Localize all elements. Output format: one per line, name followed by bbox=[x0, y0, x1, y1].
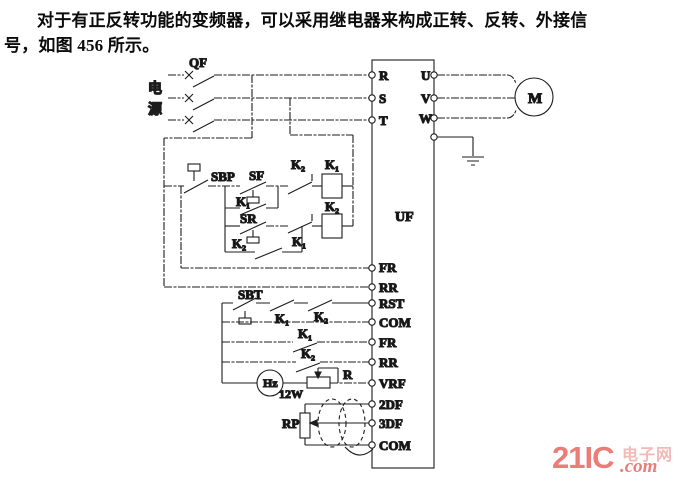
uf-inverter-box bbox=[371, 59, 435, 469]
qf-breaker bbox=[168, 70, 369, 133]
rr-k2-contact-label: K₂ bbox=[301, 346, 315, 361]
power-source-label-1: 电 bbox=[148, 80, 162, 97]
k2-hold-contact-label: K₂ bbox=[232, 236, 246, 251]
terminal-label-fr2: FR bbox=[379, 335, 397, 350]
k1-hold-contact-label: K₁ bbox=[236, 194, 250, 209]
terminal-label-rst: RST bbox=[379, 296, 405, 311]
terminal-label-rr1: RR bbox=[379, 280, 398, 295]
freq-meter-label: Hz bbox=[263, 376, 278, 390]
terminal-label-3df: 3DF bbox=[379, 416, 403, 431]
terminal-label-u: U bbox=[421, 68, 431, 83]
terminal-label-2df: 2DF bbox=[379, 397, 403, 412]
k1-coil-label: K₁ bbox=[325, 157, 339, 172]
speed-potentiometer bbox=[299, 403, 369, 446]
breaker-label: QF bbox=[189, 55, 207, 70]
watermark-tld: .com bbox=[620, 456, 658, 477]
k2-nc-contact-label: K₂ bbox=[291, 157, 305, 172]
resistor-label: R bbox=[343, 367, 353, 382]
forward-button-label: SF bbox=[249, 168, 264, 183]
terminal-label-fr1: FR bbox=[379, 260, 397, 275]
inverter-label: UF bbox=[395, 210, 414, 225]
terminal-label-r: R bbox=[379, 68, 389, 83]
terminal-label-com1: COM bbox=[379, 315, 411, 330]
potentiometer-label: RP bbox=[282, 416, 299, 431]
terminal-label-rr2: RR bbox=[379, 355, 398, 370]
relay-coil-k1 bbox=[321, 173, 343, 199]
terminal-label-s: S bbox=[379, 91, 386, 106]
rst-k2-contact-label: K₂ bbox=[314, 309, 328, 324]
terminal-label-v: V bbox=[421, 91, 431, 106]
k1-nc-contact-label: K₁ bbox=[292, 234, 306, 249]
cable-shield-arc bbox=[344, 446, 374, 456]
fr-k1-contact-label: K₁ bbox=[298, 326, 312, 341]
k2-coil-label: K₂ bbox=[325, 199, 339, 214]
relay-latch-circuit bbox=[164, 163, 353, 260]
ground-symbol bbox=[437, 136, 484, 166]
motor-label: M bbox=[528, 91, 542, 107]
caption-text-line2: 号，如图 456 所示。 bbox=[4, 36, 160, 55]
reverse-button-label: SR bbox=[240, 211, 257, 226]
reset-button-label: SBT bbox=[238, 287, 263, 302]
watermark-brand: 21IC bbox=[552, 440, 614, 475]
meter-rating-label: 12W bbox=[279, 387, 303, 401]
power-source-label-2: 源 bbox=[148, 101, 162, 118]
caption-text-line1: 对于有正反转功能的变频器，可以采用继电器来构成正转、反转、外接信 bbox=[37, 11, 588, 30]
control-wiring bbox=[221, 297, 369, 383]
relay-coil-k2 bbox=[321, 213, 343, 239]
frequency-meter bbox=[222, 369, 307, 397]
rst-k1-contact-label: K₁ bbox=[275, 311, 289, 326]
shielded-cable bbox=[317, 398, 366, 448]
watermark-site-name: 电子网 bbox=[622, 447, 674, 464]
terminal-label-vrf: VRF bbox=[379, 376, 406, 391]
terminal-label-t: T bbox=[379, 113, 388, 128]
terminal-label-com2: COM bbox=[379, 438, 411, 453]
motor bbox=[514, 77, 554, 117]
braking-resistor bbox=[306, 367, 369, 389]
stop-button-label: SBP bbox=[211, 169, 235, 184]
terminal-label-w: W bbox=[419, 111, 432, 126]
inverter-left-terminals bbox=[368, 71, 376, 449]
relay-supply-taps bbox=[163, 75, 369, 288]
watermark: 21IC 电子网 .com bbox=[550, 438, 686, 482]
motor-wires bbox=[437, 74, 517, 119]
